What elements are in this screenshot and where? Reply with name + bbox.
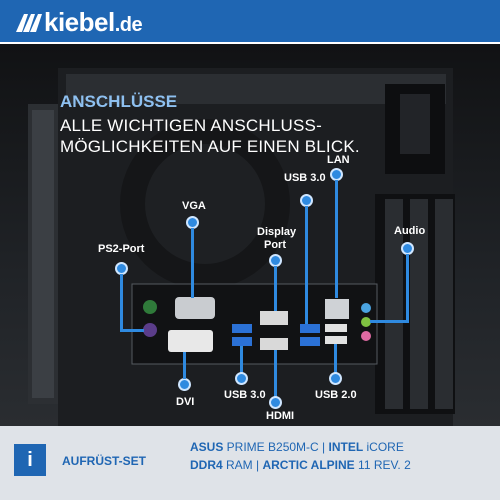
label-lan: LAN xyxy=(327,154,350,166)
logo-text: kiebel.de xyxy=(44,7,143,37)
marker-hdmi xyxy=(269,396,282,409)
spec-line-2: DDR4 RAM | ARCTIC ALPINE 11 REV. 2 xyxy=(190,458,411,472)
connector-displayport xyxy=(274,266,277,311)
label-displayport-line1: Display xyxy=(257,226,297,238)
connector-audio-horizontal xyxy=(370,320,409,323)
label-hdmi: HDMI xyxy=(266,410,295,422)
connector-audio xyxy=(406,254,409,322)
label-ps2: PS2-Port xyxy=(98,243,145,255)
connector-ps2-horizontal xyxy=(120,329,144,332)
label-usb30-bottom: USB 3.0 xyxy=(224,389,266,401)
pc-case-photo: ANSCHLÜSSE ALLE WICHTIGEN ANSCHLUSS- MÖG… xyxy=(0,44,500,426)
connector-usb30-top xyxy=(305,206,308,324)
label-displayport-line2: Port xyxy=(264,239,286,251)
case-illustration xyxy=(28,68,455,426)
connector-hdmi xyxy=(274,350,277,399)
marker-usb30-bottom xyxy=(235,372,248,385)
connector-ps2 xyxy=(120,274,123,332)
logo-mark-icon xyxy=(16,14,42,32)
marker-usb20 xyxy=(329,372,342,385)
info-icon: i xyxy=(14,444,46,476)
subheading-line-2: MÖGLICHKEITEN AUF EINEN BLICK. xyxy=(60,137,360,156)
label-dvi: DVI xyxy=(176,396,195,408)
overlay-heading: ANSCHLÜSSE xyxy=(60,92,178,111)
label-audio: Audio xyxy=(394,225,426,237)
connector-usb20 xyxy=(334,344,337,374)
footer-title: AUFRÜST-SET xyxy=(62,454,146,468)
footer-info-bar: i AUFRÜST-SET ASUS PRIME B250M-C | INTEL… xyxy=(0,426,500,500)
connector-usb30-bottom xyxy=(240,346,243,374)
label-usb20: USB 2.0 xyxy=(315,389,357,401)
label-vga: VGA xyxy=(182,200,206,212)
connector-vga xyxy=(191,228,194,298)
connector-dvi xyxy=(183,352,186,379)
kiebel-logo[interactable]: kiebel.de xyxy=(14,6,174,37)
overlay-subheading: ALLE WICHTIGEN ANSCHLUSS- MÖGLICHKEITEN … xyxy=(60,115,360,157)
subheading-line-1: ALLE WICHTIGEN ANSCHLUSS- xyxy=(60,116,322,135)
site-header: kiebel.de xyxy=(0,0,500,44)
connector-lan xyxy=(335,180,338,298)
marker-dvi xyxy=(178,378,191,391)
spec-line-1: ASUS PRIME B250M-C | INTEL iCORE xyxy=(190,440,404,454)
label-usb30-top: USB 3.0 xyxy=(284,172,326,184)
